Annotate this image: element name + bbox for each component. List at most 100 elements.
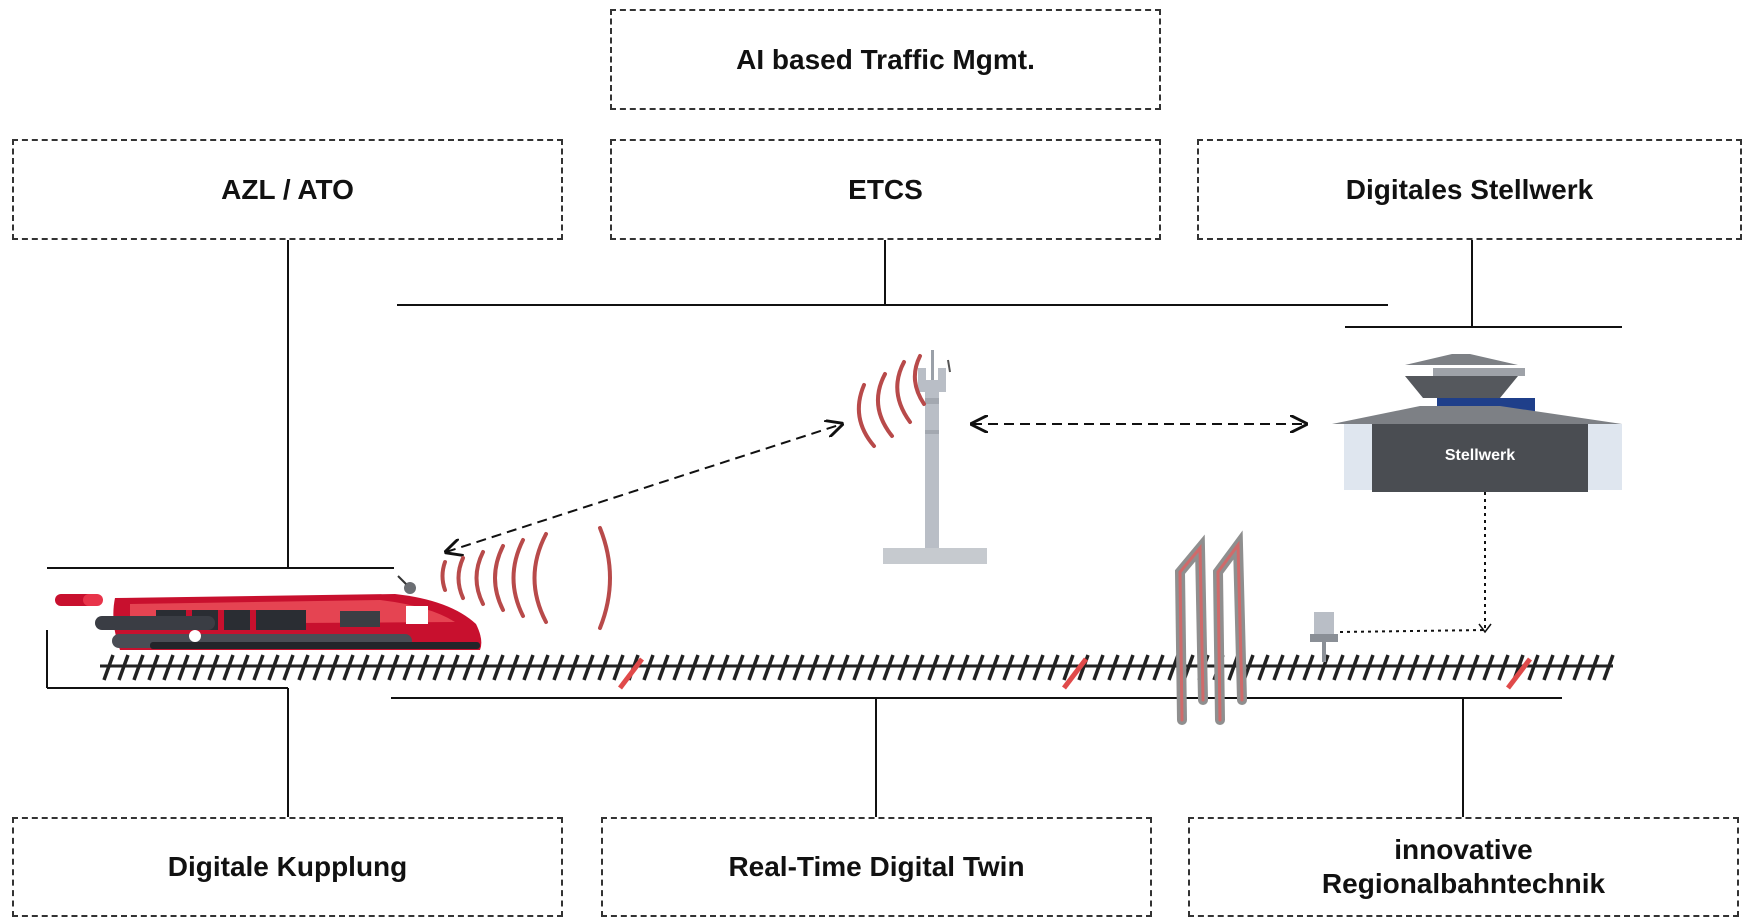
track-sleeper (462, 654, 475, 681)
box-azl-ato: AZL / ATO (12, 139, 563, 240)
track-sleeper (1332, 654, 1345, 681)
railway-track (100, 654, 1615, 690)
track-sleeper (687, 654, 700, 681)
track-sleeper (1422, 654, 1435, 681)
track-sleeper (1062, 654, 1075, 681)
track-sleeper (942, 654, 955, 681)
track-sleeper (237, 654, 250, 681)
tower-signal-waves (856, 354, 926, 448)
track-sleeper (882, 654, 895, 681)
track-sleeper (1542, 654, 1555, 681)
box-digital-twin-label: Real-Time Digital Twin (728, 851, 1025, 883)
track-sleeper (567, 654, 580, 681)
track-sleeper (1107, 654, 1120, 681)
track-sleeper (177, 654, 190, 681)
box-azl-ato-label: AZL / ATO (221, 173, 354, 205)
track-sleeper (282, 654, 295, 681)
track-sleeper (1032, 654, 1045, 681)
track-sleeper (597, 654, 610, 681)
track-sleeper (387, 654, 400, 681)
connector-lines (46, 240, 1622, 817)
track-sleeper (1467, 654, 1480, 681)
track-sleeper (117, 654, 130, 681)
track-sleeper (1572, 654, 1585, 681)
track-sleeper (312, 654, 325, 681)
track-sleeper (972, 654, 985, 681)
track-sleeper (822, 654, 835, 681)
track-sleeper (267, 654, 280, 681)
box-digital-interlocking-label: Digitales Stellwerk (1345, 173, 1594, 205)
track-sleeper (642, 654, 655, 681)
stellwerk-building-icon (1332, 354, 1622, 492)
track-sleeper (927, 654, 940, 681)
track-sleeper (1137, 654, 1150, 681)
track-sleeper (1377, 654, 1390, 681)
track-sleeper (1437, 654, 1450, 681)
box-regional-rail-tech-line1: innovative (1394, 834, 1533, 866)
track-sleeper (342, 654, 355, 681)
box-digital-twin: Real-Time Digital Twin (601, 817, 1152, 917)
box-regional-rail-tech-line2: Regionalbahntechnik (1321, 868, 1606, 899)
track-sleeper (1527, 654, 1540, 681)
track-sleeper (327, 654, 340, 681)
track-sleeper (1317, 654, 1330, 681)
box-etcs: ETCS (610, 139, 1161, 240)
track-sleeper (897, 654, 910, 681)
track-sleeper (1047, 654, 1060, 681)
track-sleeper (1557, 654, 1570, 681)
train-signal-waves (440, 526, 612, 630)
track-sleeper (492, 654, 505, 681)
track-sleeper (432, 654, 445, 681)
track-sleeper (852, 654, 865, 681)
track-sleeper (447, 654, 460, 681)
box-digital-coupling: Digitale Kupplung (12, 817, 563, 917)
track-sleeper (987, 654, 1000, 681)
box-etcs-label: ETCS (848, 173, 923, 205)
track-sleeper (522, 654, 535, 681)
track-sleeper (1347, 654, 1360, 681)
track-sleeper (222, 654, 235, 681)
track-sleeper (612, 654, 625, 681)
track-sleeper (1362, 654, 1375, 681)
track-sleeper (1302, 654, 1315, 681)
track-sleeper (1407, 654, 1420, 681)
communication-arrows (446, 424, 1306, 552)
track-sleeper (1452, 654, 1465, 681)
box-ai-traffic-mgmt-label: AI based Traffic Mgmt. (736, 43, 1035, 75)
box-digital-coupling-label: Digitale Kupplung (167, 851, 408, 883)
track-sleeper (702, 654, 715, 681)
catenary-masts-icon (1174, 530, 1247, 725)
box-ai-traffic-mgmt: AI based Traffic Mgmt. (610, 9, 1161, 110)
track-sleeper (657, 654, 670, 681)
track-sleeper (1077, 654, 1090, 681)
track-sleeper (912, 654, 925, 681)
track-sleeper (1257, 654, 1270, 681)
track-sleeper (1002, 654, 1015, 681)
track-sleeper (402, 654, 415, 681)
radio-tower-icon (883, 350, 987, 564)
track-sleeper (552, 654, 565, 681)
track-sleeper (1602, 654, 1615, 681)
track-sleeper (777, 654, 790, 681)
track-sleeper (1287, 654, 1300, 681)
track-sleeper (507, 654, 520, 681)
stellwerk-label: Stellwerk (1444, 447, 1516, 464)
track-sleeper (837, 654, 850, 681)
track-sleeper (102, 654, 115, 681)
track-sleeper (417, 654, 430, 681)
track-sleeper (252, 654, 265, 681)
track-sleeper (957, 654, 970, 681)
track-sleeper (132, 654, 145, 681)
track-sleeper (807, 654, 820, 681)
track-sleeper (372, 654, 385, 681)
box-regional-rail-tech: innovative Regionalbahntechnik (1188, 817, 1739, 917)
track-sleeper (192, 654, 205, 681)
track-sleeper (297, 654, 310, 681)
track-sleeper (162, 654, 175, 681)
track-sleeper (792, 654, 805, 681)
trackside-device-icon (1310, 612, 1338, 662)
track-sleeper (147, 654, 160, 681)
track-sleeper (477, 654, 490, 681)
track-sleeper (1392, 654, 1405, 681)
